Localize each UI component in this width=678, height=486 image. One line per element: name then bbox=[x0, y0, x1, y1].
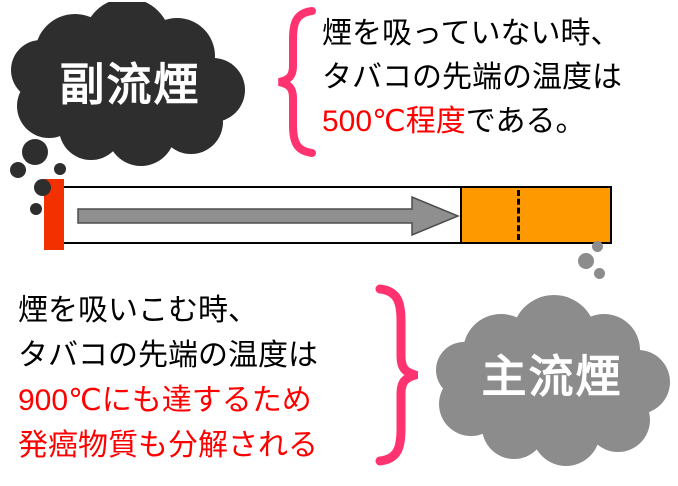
top-note-temperature: 500℃程度 bbox=[322, 105, 466, 138]
bottom-note-line1: 煙を吸いこむ時、 bbox=[18, 294, 258, 327]
tip-smoke-puff bbox=[34, 179, 51, 196]
airflow-arrow-icon bbox=[77, 195, 460, 237]
right-brace-icon bbox=[375, 284, 418, 466]
cigarette-filter bbox=[460, 186, 612, 244]
sidestream-smoke-cloud-icon bbox=[10, 2, 245, 178]
top-note-line2: タバコの先端の温度は bbox=[322, 61, 622, 94]
bottom-note-line2: タバコの先端の温度は bbox=[18, 339, 318, 372]
top-note-line1: 煙を吸っていない時、 bbox=[322, 17, 621, 50]
top-note-line3: 500℃程度である。 bbox=[322, 100, 622, 144]
bottom-note: 煙を吸いこむ時、 タバコの先端の温度は 900℃にも達するため 発癌物質も分解さ… bbox=[18, 288, 318, 468]
mainstream-label: 主流煙 bbox=[481, 350, 623, 402]
tip-smoke-puff bbox=[54, 163, 66, 175]
left-brace-icon bbox=[278, 7, 316, 157]
top-note: 煙を吸っていない時、 タバコの先端の温度は 500℃程度である。 bbox=[322, 12, 622, 144]
cigarette-filter-dashed-line bbox=[517, 190, 520, 240]
tip-smoke-puff bbox=[30, 203, 42, 215]
sidestream-label: 副流煙 bbox=[59, 58, 201, 110]
bottom-note-temperature: 900℃にも達するため bbox=[18, 384, 312, 417]
filter-smoke-puff bbox=[594, 268, 605, 279]
top-note-line3-rest: である。 bbox=[465, 105, 586, 138]
cigarette-burning-tip bbox=[44, 179, 64, 250]
bottom-note-line4: 発癌物質も分解される bbox=[18, 429, 318, 462]
filter-smoke-puff bbox=[578, 253, 594, 269]
mainstream-smoke-cloud-icon bbox=[436, 295, 670, 466]
filter-smoke-puff bbox=[592, 241, 603, 252]
